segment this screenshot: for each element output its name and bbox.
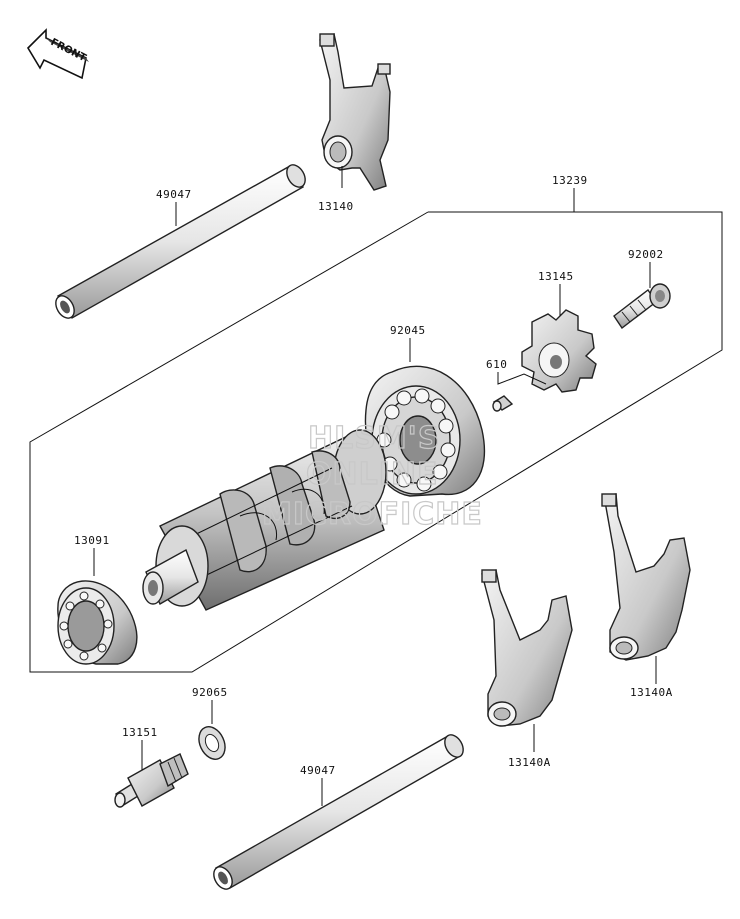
callout-shaft-lower: 49047 [300,764,336,777]
watermark-line-1: HLSM'S [308,421,440,456]
watermark-line-3: MICROFICHE [262,497,483,532]
shift-fork-lower-right [601,493,691,661]
bearing-small-balls [59,591,113,661]
cam-plate [521,309,597,393]
callout-assembly: 13239 [552,174,588,187]
front-arrow-icon [26,28,89,80]
shift-fork-top [319,33,391,191]
watermark: HLSM'S ONLINE MICROFICHE [261,420,483,532]
shift-rod-lower [213,734,464,890]
bearing-balls [376,388,456,492]
shift-drum [142,429,387,611]
leader-lines [93,166,657,806]
bearing-small [57,580,138,665]
bolt [613,283,671,330]
front-badge: FRONT [26,28,89,80]
callout-washer: 92065 [192,686,228,699]
callout-fork-lower-right: 13140A [630,686,673,699]
washer [198,726,226,760]
watermark-line-2: ONLINE [306,457,439,492]
assembly-outline [29,211,723,673]
callout-bearing-large: 92045 [390,324,426,337]
shift-fork-lower-left [481,569,573,727]
callout-fork-top: 13140 [318,200,354,213]
callout-bearing-small: 13091 [74,534,110,547]
callout-bolt: 92002 [628,248,664,261]
callout-shaft-upper: 49047 [156,188,192,201]
callout-switch: 13151 [122,726,158,739]
callout-cam-plate: 13145 [538,270,574,283]
callout-pin: 610 [486,358,507,371]
neutral-switch [114,753,189,808]
callout-labels: 49047 13140 13239 92002 13145 92045 610 … [74,174,673,777]
pin [492,395,514,412]
shift-rod-upper [55,164,306,319]
callout-fork-lower-left: 13140A [508,756,551,769]
